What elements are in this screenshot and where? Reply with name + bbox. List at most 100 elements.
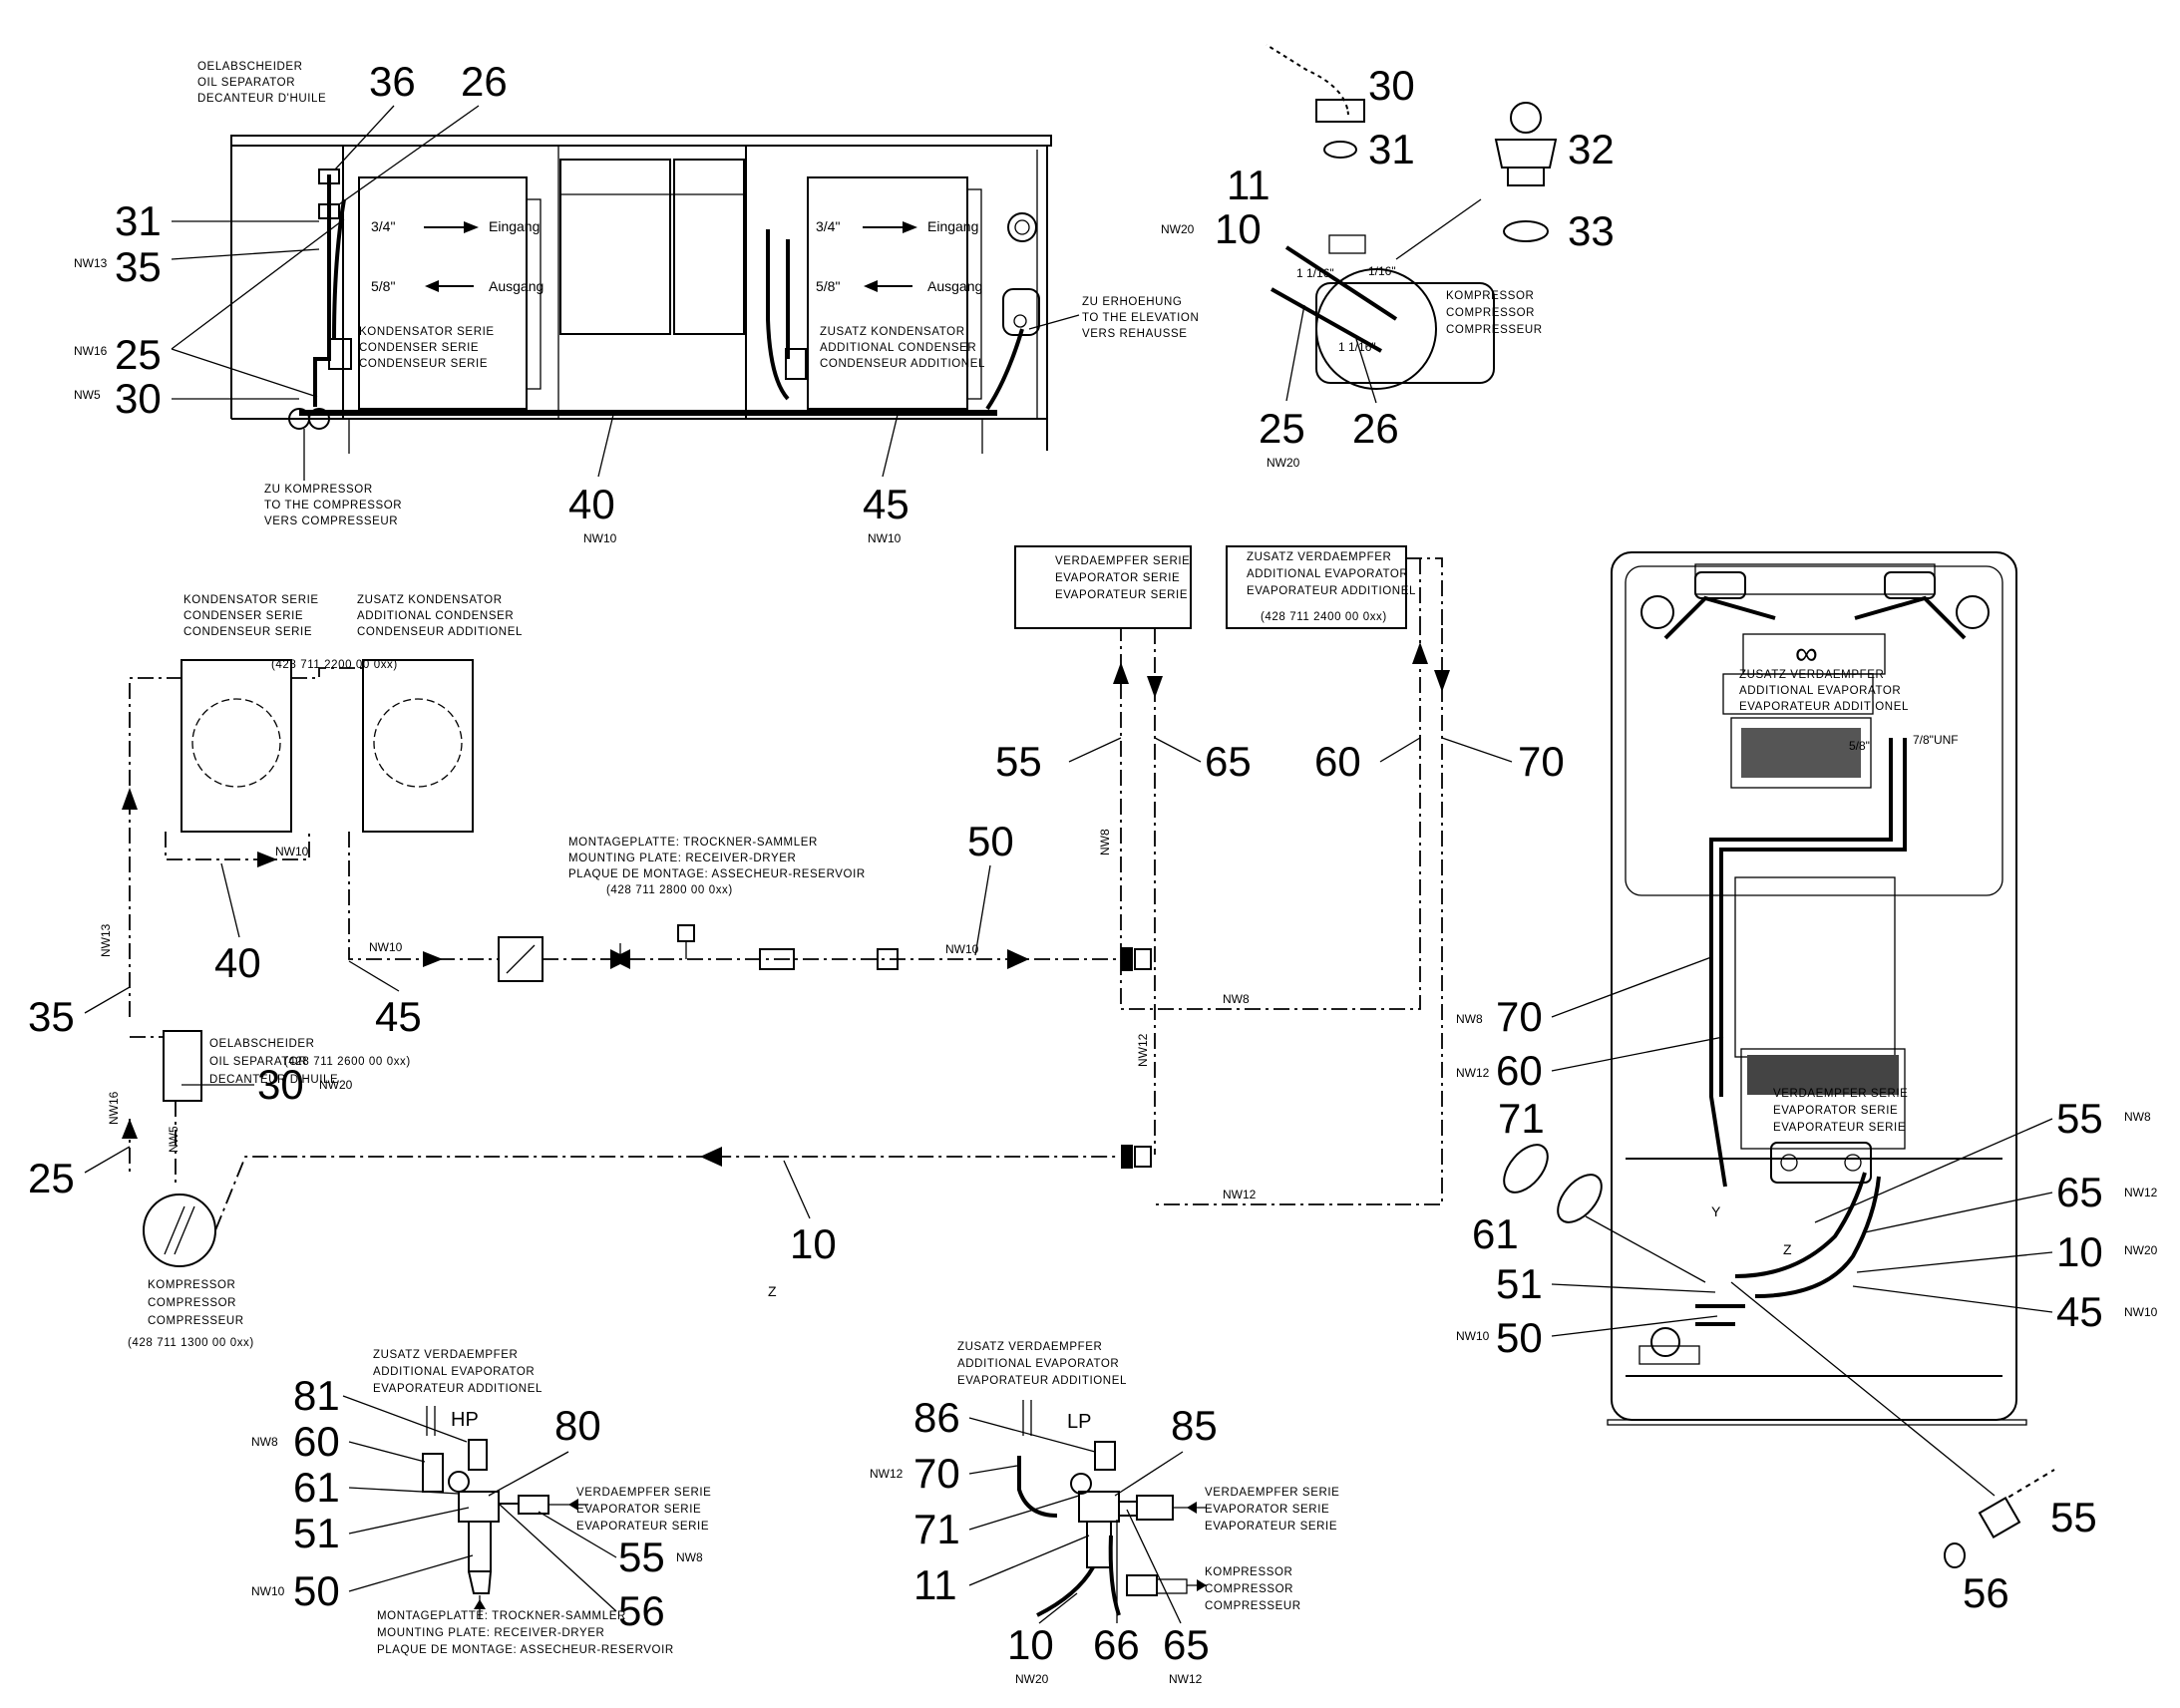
code-oilsep: (428 711 2600 00 0xx) bbox=[284, 1056, 411, 1068]
evap-en-hp: EVAPORATOR SERIE bbox=[576, 1504, 701, 1516]
nw8-schem-vert: NW8 bbox=[1098, 829, 1112, 855]
callout-50-hp: 50 bbox=[293, 1567, 340, 1614]
hp-label: HP bbox=[451, 1409, 479, 1431]
evap-fr-lp: EVAPORATEUR SERIE bbox=[1205, 1521, 1337, 1533]
oil-sep-de-schem: OELABSCHEIDER bbox=[209, 1038, 315, 1050]
callout-25-detail: 25 bbox=[1259, 405, 1305, 452]
callout-11-detail: 11 bbox=[1227, 162, 1271, 208]
mount-fr-schem: PLAQUE DE MONTAGE: ASSECHEUR-RESERVOIR bbox=[568, 868, 866, 880]
callout-65-lp: 65 bbox=[1163, 1621, 1210, 1668]
nw10-hp: NW10 bbox=[251, 1584, 285, 1598]
comp-fr-schem: COMPRESSEUR bbox=[148, 1315, 244, 1327]
lp-switch-detail: ZUSATZ VERDAEMPFER ADDITIONAL EVAPORATOR… bbox=[870, 1341, 1339, 1686]
callout-55-fitting: 55 bbox=[2050, 1494, 2097, 1540]
refrigeration-schematic: KONDENSATOR SERIE CONDENSER SERIE CONDEN… bbox=[28, 545, 1565, 1349]
callout-70-schem: 70 bbox=[1518, 738, 1565, 785]
callout-40-top: 40 bbox=[568, 481, 615, 527]
oil-separator-en: OIL SEPARATOR bbox=[197, 77, 295, 89]
callout-81-hp: 81 bbox=[293, 1372, 340, 1419]
callout-10-lp: 10 bbox=[1007, 1621, 1054, 1668]
cond-de-schem: KONDENSATOR SERIE bbox=[183, 594, 319, 606]
elevation-fr: VERS REHAUSSE bbox=[1082, 328, 1188, 340]
size-5-8-cab: 5/8" bbox=[1849, 739, 1870, 753]
addcond-fr-schem: CONDENSEUR ADDITIONEL bbox=[357, 626, 523, 638]
callout-70-cab: 70 bbox=[1496, 993, 1543, 1040]
callout-70-lp: 70 bbox=[913, 1450, 960, 1497]
callout-35-schem: 35 bbox=[28, 993, 75, 1040]
inlet-label-1: Eingang bbox=[489, 218, 540, 234]
callout-61-hp: 61 bbox=[293, 1464, 340, 1511]
comp-en-detail: COMPRESSOR bbox=[1446, 307, 1535, 319]
nw12-cab-65: NW12 bbox=[2124, 1186, 2158, 1199]
cond-fr-schem: CONDENSEUR SERIE bbox=[183, 626, 312, 638]
addevap-de-lp: ZUSATZ VERDAEMPFER bbox=[957, 1341, 1102, 1353]
callout-31-top: 31 bbox=[115, 197, 162, 244]
comp-fr-lp: COMPRESSEUR bbox=[1205, 1600, 1301, 1612]
nw10-schem-45: NW10 bbox=[369, 940, 403, 954]
callout-55-schem: 55 bbox=[995, 738, 1042, 785]
nw13-top: NW13 bbox=[74, 256, 108, 270]
nw16-schem: NW16 bbox=[107, 1091, 121, 1125]
nw5-schem: NW5 bbox=[167, 1126, 181, 1153]
outlet-label-1: Ausgang bbox=[489, 278, 544, 294]
callout-65-schem: 65 bbox=[1205, 738, 1252, 785]
callout-80-hp: 80 bbox=[554, 1402, 601, 1449]
nw10-schem-40: NW10 bbox=[275, 845, 309, 858]
inlet-size-2: 3/4" bbox=[816, 218, 840, 234]
nw10-schem-50: NW10 bbox=[945, 942, 979, 956]
code-mounting: (428 711 2800 00 0xx) bbox=[606, 884, 733, 896]
comp-de-schem: KOMPRESSOR bbox=[148, 1279, 235, 1291]
lp-label: LP bbox=[1067, 1411, 1091, 1433]
comp-en-lp: COMPRESSOR bbox=[1205, 1583, 1293, 1595]
addcond-en-1: ADDITIONAL CONDENSER bbox=[820, 342, 976, 354]
addevap-fr-hp: EVAPORATEUR ADDITIONEL bbox=[373, 1383, 543, 1395]
addevap-de-cab: ZUSATZ VERDAEMPFER bbox=[1739, 669, 1884, 681]
evap-en-cab: EVAPORATOR SERIE bbox=[1773, 1105, 1898, 1117]
callout-10-schem: 10 bbox=[790, 1220, 837, 1267]
addcond-en-schem: ADDITIONAL CONDENSER bbox=[357, 610, 514, 622]
nw12-lp-65: NW12 bbox=[1169, 1672, 1203, 1686]
addevap-en-lp: ADDITIONAL EVAPORATOR bbox=[957, 1358, 1119, 1370]
comp-en-schem: COMPRESSOR bbox=[148, 1297, 236, 1309]
mount-fr-hp: PLAQUE DE MONTAGE: ASSECHEUR-RESERVOIR bbox=[377, 1644, 674, 1656]
addevap-fr-cab: EVAPORATEUR ADDITIONEL bbox=[1739, 701, 1909, 713]
callout-60-hp: 60 bbox=[293, 1418, 340, 1465]
cond-fr-1: CONDENSEUR SERIE bbox=[359, 358, 488, 370]
callout-36-top: 36 bbox=[369, 58, 416, 105]
callout-71-lp: 71 bbox=[913, 1506, 960, 1552]
to-compressor-en: TO THE COMPRESSOR bbox=[264, 500, 402, 512]
cond-en-schem: CONDENSER SERIE bbox=[183, 610, 303, 622]
code-condenser: (428 711 2200 00 0xx) bbox=[271, 659, 398, 671]
callout-45-cab: 45 bbox=[2056, 1288, 2103, 1335]
callout-65-cab: 65 bbox=[2056, 1169, 2103, 1215]
elevation-en: TO THE ELEVATION bbox=[1082, 312, 1199, 324]
nw8-cab-55: NW8 bbox=[2124, 1110, 2151, 1124]
to-compressor-de: ZU KOMPRESSOR bbox=[264, 484, 373, 496]
evap-de-hp: VERDAEMPFER SERIE bbox=[576, 1487, 711, 1499]
outlet-label-2: Ausgang bbox=[927, 278, 982, 294]
evap-de-lp: VERDAEMPFER SERIE bbox=[1205, 1487, 1339, 1499]
nw20-detail-bottom: NW20 bbox=[1267, 456, 1300, 470]
addevap-en-cab: ADDITIONAL EVAPORATOR bbox=[1739, 685, 1901, 697]
callout-56-hp: 56 bbox=[618, 1587, 665, 1634]
nw5-top: NW5 bbox=[74, 388, 101, 402]
callout-26-top: 26 bbox=[461, 58, 508, 105]
cabinet-view: ∞ ZUSATZ VERDAEMPFER ADDITIONAL EVAPORAT… bbox=[1456, 551, 2158, 1616]
callout-45-schem: 45 bbox=[375, 993, 422, 1040]
callout-25-top: 25 bbox=[115, 331, 162, 378]
z-marker: Z bbox=[768, 1283, 777, 1299]
callout-32-detail: 32 bbox=[1568, 126, 1615, 172]
nw8-hp-55: NW8 bbox=[676, 1550, 703, 1564]
nw8-cab-70: NW8 bbox=[1456, 1012, 1483, 1026]
detail-marker-y: Y bbox=[1711, 1203, 1721, 1219]
callout-25-schem: 25 bbox=[28, 1155, 75, 1201]
evap-fr-cab: EVAPORATEUR SERIE bbox=[1773, 1122, 1906, 1134]
outlet-size-2: 5/8" bbox=[816, 278, 840, 294]
elevation-de: ZU ERHOEHUNG bbox=[1082, 296, 1182, 308]
evap-fr-schem: EVAPORATEUR SERIE bbox=[1055, 589, 1188, 601]
nw13-schem: NW13 bbox=[99, 923, 113, 957]
nw12-cab-60: NW12 bbox=[1456, 1066, 1490, 1080]
mount-de-hp: MONTAGEPLATTE: TROCKNER-SAMMLER bbox=[377, 1610, 626, 1622]
oil-separator-de: OELABSCHEIDER bbox=[197, 61, 303, 73]
